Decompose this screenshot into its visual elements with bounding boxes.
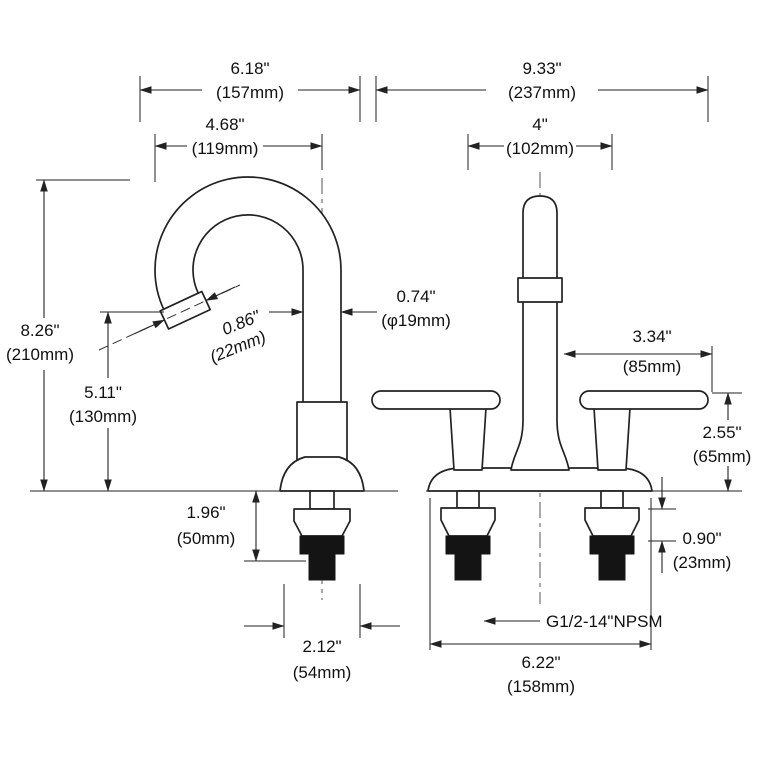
deck-escutcheon — [427, 467, 653, 492]
right-threaded-stub — [598, 553, 626, 581]
dim-under-counter: 1.96" (50mm) — [177, 490, 306, 562]
left-threaded-stub — [454, 553, 482, 581]
dim-overall-width: 9.33" (237mm) — [375, 59, 709, 122]
dim-overall-height-mm: (210mm) — [6, 345, 74, 364]
dim-spout-to-center: 4.68" (119mm) — [154, 115, 323, 182]
dim-spout-to-center-mm: (119mm) — [192, 139, 259, 158]
left-mounting-nut — [440, 507, 496, 537]
dim-overall-width-mm: (237mm) — [508, 83, 576, 102]
dim-spout-height: 5.11" (130mm) — [69, 311, 164, 492]
dim-overall-height: 8.26" (210mm) — [6, 179, 130, 492]
dim-handle-spacing-mm: (102mm) — [506, 139, 574, 158]
dim-spout-clearance: 3.34" (85mm) — [563, 327, 713, 392]
threaded-stub — [308, 553, 336, 581]
dim-handle-height-mm: (65mm) — [693, 447, 752, 466]
spout-collar — [517, 277, 563, 303]
spout-column — [510, 195, 570, 471]
dim-base-dia-mm: (54mm) — [293, 663, 352, 682]
dim-handle-height-in: 2.55" — [702, 423, 741, 442]
dim-spout-height-mm: (130mm) — [69, 407, 137, 426]
dim-base-dia: 2.12" (54mm) — [244, 584, 400, 682]
dim-base-dia-in: 2.12" — [302, 637, 341, 656]
dim-pipe-dia-mm: (φ19mm) — [381, 311, 451, 330]
valve-body — [296, 401, 348, 461]
dim-spout-reach-in: 6.18" — [230, 59, 269, 78]
dim-handle-height: 2.55" (65mm) — [693, 392, 752, 492]
right-shank-upper — [600, 490, 624, 509]
dim-handle-spacing-in: 4" — [532, 115, 548, 134]
dim-nut-height-mm: (23mm) — [673, 553, 732, 572]
dim-overall-width-in: 9.33" — [522, 59, 561, 78]
shank-upper — [309, 490, 335, 510]
right-handle-lever — [579, 390, 709, 410]
dim-spout-clearance-in: 3.34" — [632, 327, 671, 346]
dim-handle-spacing: 4" (102mm) — [467, 115, 613, 170]
mounting-nut — [293, 508, 351, 537]
thread-label: G1/2-14"NPSM — [546, 612, 663, 631]
left-handle-lever — [371, 390, 501, 410]
left-shank-upper — [456, 490, 480, 509]
dim-deck-width-in: 6.22" — [521, 653, 560, 672]
right-handle-stem — [593, 407, 631, 471]
dim-spout-reach-mm: (157mm) — [216, 83, 284, 102]
dim-under-counter-mm: (50mm) — [177, 529, 236, 548]
base-escutcheon — [279, 456, 365, 492]
front-view-faucet — [371, 195, 709, 581]
dim-nut-height: 0.90" (23mm) — [648, 477, 731, 573]
rubber-washer — [299, 535, 345, 555]
dim-spout-clearance-mm: (85mm) — [623, 357, 682, 376]
right-rubber-washer — [589, 535, 635, 555]
dim-overall-height-in: 8.26" — [20, 321, 59, 340]
dim-pipe-dia: 0.74" (φ19mm) — [269, 287, 451, 330]
dim-spout-height-in: 5.11" — [84, 383, 122, 402]
left-handle-stem — [449, 407, 487, 471]
dim-pipe-dia-in: 0.74" — [396, 287, 435, 306]
dim-deck-width-mm: (158mm) — [507, 677, 575, 696]
right-mounting-nut — [584, 507, 640, 537]
dim-nut-height-in: 0.90" — [682, 529, 721, 548]
dim-under-counter-in: 1.96" — [186, 503, 225, 522]
dim-spout-reach: 6.18" (157mm) — [139, 59, 361, 122]
dim-deck-width: 6.22" (158mm) — [429, 498, 652, 696]
thread-callout: G1/2-14"NPSM — [483, 612, 663, 631]
left-rubber-washer — [445, 535, 491, 555]
dim-spout-to-center-in: 4.68" — [205, 115, 244, 134]
side-view-faucet — [154, 176, 365, 581]
